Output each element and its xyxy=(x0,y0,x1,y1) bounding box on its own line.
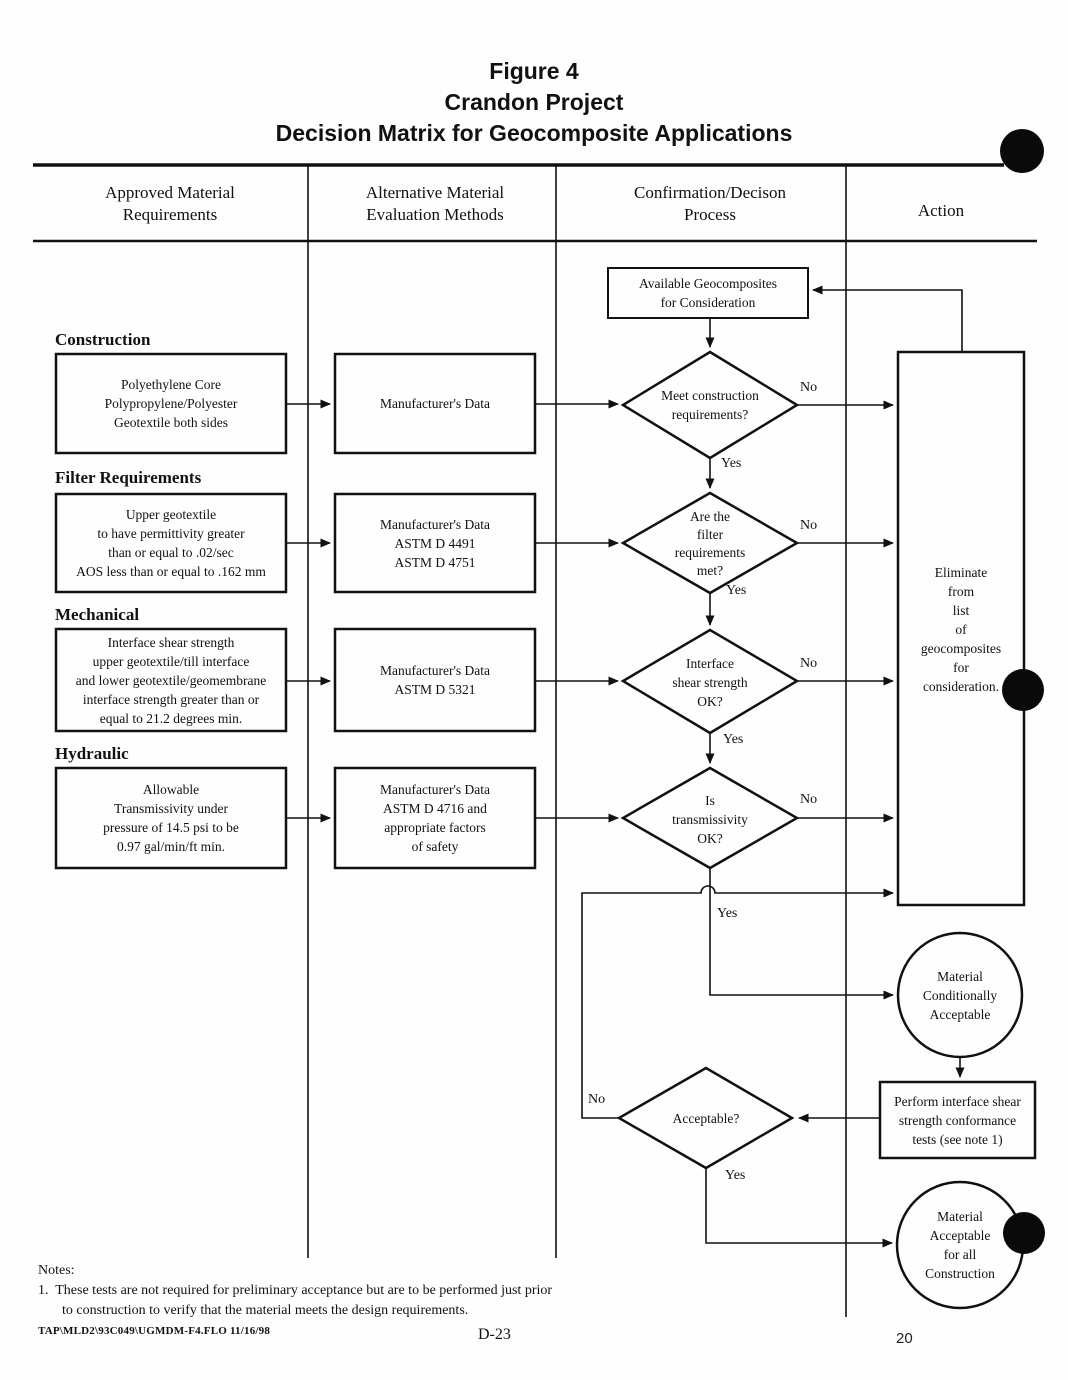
yes-label-d4: Yes xyxy=(717,906,738,921)
note-1: 1. These tests are not required for prel… xyxy=(38,1283,553,1298)
acceptable-all-text: Material Acceptable for all Construction xyxy=(925,1209,995,1281)
filter-requirements-text: Upper geotextile to have permittivity gr… xyxy=(76,507,266,579)
arrow-eliminate-to-start xyxy=(812,285,963,352)
column-header-confirmation-process: Confirmation/Decison Process xyxy=(633,183,787,224)
evaluation-mechanical-box xyxy=(333,627,537,733)
section-label-mechanical: Mechanical xyxy=(55,605,140,624)
decision-shear-text: Interface shear strength OK? xyxy=(672,655,748,709)
evaluation-mechanical-text: Manufacturer's Data ASTM D 5321 xyxy=(379,663,490,697)
evaluation-construction-text: Manufacturer's Data xyxy=(379,396,490,411)
page-title: Figure 4 Crandon Project Decision Matrix… xyxy=(275,58,793,146)
column-header-alternative-evaluation: Alternative Material Evaluation Methods xyxy=(365,183,505,224)
construction-requirements-text: Polyethylene Core Polypropylene/Polyeste… xyxy=(104,377,238,430)
decision-construction-text: Meet construction requirements? xyxy=(661,388,759,422)
eliminate-box xyxy=(896,350,1026,907)
file-reference: TAP\MLD2\93C049\UGMDM-F4.FLO 11/16/98 xyxy=(38,1325,271,1337)
arrow-d5-no-to-eliminate xyxy=(581,885,894,1119)
arrow-d5-yes-to-acceptable xyxy=(705,1168,893,1248)
decision-transmissivity-text: Is transmissivity OK? xyxy=(672,792,748,846)
note-1-continued: to construction to verify that the mater… xyxy=(62,1303,469,1318)
available-geocomposites-box xyxy=(607,267,809,319)
mechanical-requirements-text: Interface shear strength upper geotextil… xyxy=(75,634,267,726)
no-label-d3: No xyxy=(800,656,818,671)
section-label-filter: Filter Requirements xyxy=(55,468,202,487)
yes-label-d2: Yes xyxy=(726,583,747,598)
perform-tests-text: Perform interface shear strength conform… xyxy=(894,1093,1021,1147)
arrow-d4-yes-to-conditional xyxy=(709,868,894,1000)
column-header-approved-material: Approved Material Requirements xyxy=(105,183,235,224)
page-number: 20 xyxy=(896,1330,913,1347)
yes-label-d5: Yes xyxy=(725,1168,746,1183)
scan-dot-bottom xyxy=(1003,1212,1045,1254)
decision-filter-text: Are the filter requirements met? xyxy=(674,509,746,578)
section-label-hydraulic: Hydraulic xyxy=(55,744,129,763)
hydraulic-requirements-text: Allowable Transmissivity under pressure … xyxy=(103,782,239,854)
decision-acceptable-text: Acceptable? xyxy=(672,1110,740,1126)
yes-label-d1: Yes xyxy=(721,456,742,471)
conditionally-acceptable-text: Material Conditionally Acceptable xyxy=(922,968,998,1022)
no-label-d5: No xyxy=(588,1092,606,1107)
no-label-d2: No xyxy=(800,518,818,533)
yes-label-d3: Yes xyxy=(723,732,744,747)
no-label-d1: No xyxy=(800,380,818,395)
page-label: D-23 xyxy=(478,1326,511,1343)
no-label-d4: No xyxy=(800,792,818,807)
perform-tests-box xyxy=(878,1080,1037,1160)
column-header-action: Action xyxy=(917,201,965,220)
notes-label: Notes: xyxy=(38,1263,75,1278)
scan-dot-top xyxy=(1000,129,1044,173)
evaluation-filter-text: Manufacturer's Data ASTM D 4491 ASTM D 4… xyxy=(379,516,490,570)
section-label-construction: Construction xyxy=(55,330,151,349)
scan-dot-middle xyxy=(1002,669,1044,711)
evaluation-hydraulic-text: Manufacturer's Data ASTM D 4716 and appr… xyxy=(379,782,490,854)
eliminate-text: Eliminate from list of geocomposites for… xyxy=(920,564,1002,694)
mechanical-requirements-box xyxy=(54,627,288,733)
available-geocomposites-text: Available Geocomposites for Consideratio… xyxy=(638,276,778,310)
